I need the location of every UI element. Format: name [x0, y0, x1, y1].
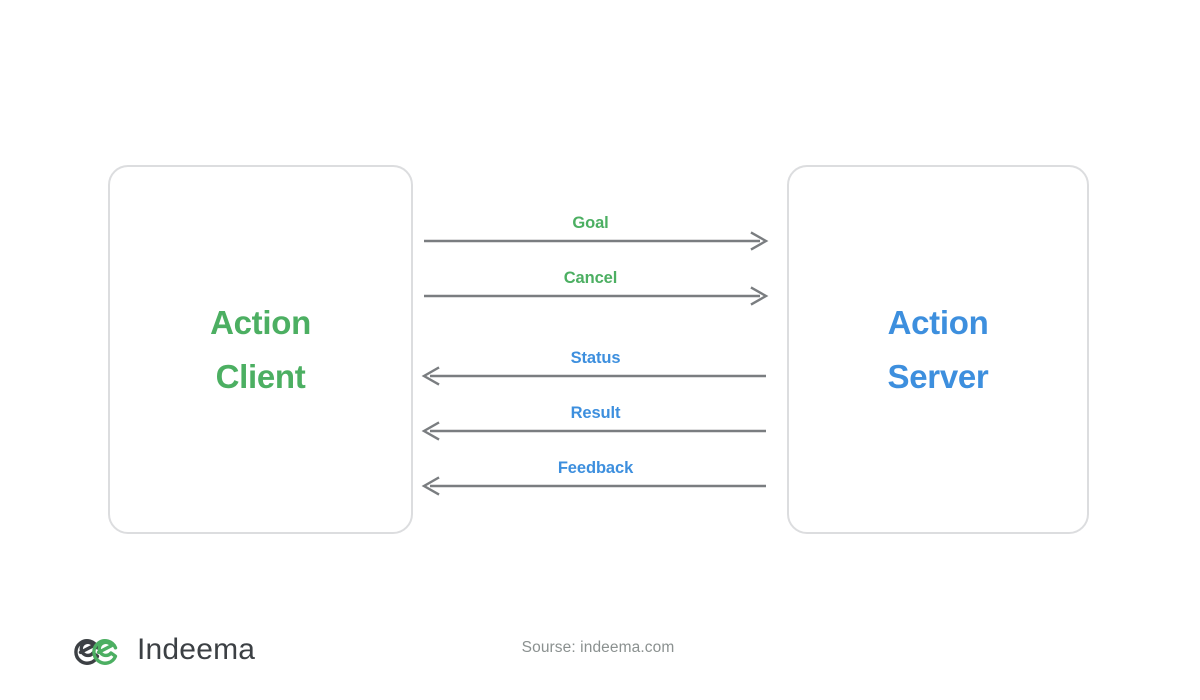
arrow-left-icon: [421, 421, 766, 441]
message-arrow-feedback: Feedback: [421, 459, 767, 496]
message-arrow-goal: Goal: [424, 214, 769, 251]
arrow-left-icon: [421, 366, 766, 386]
arrow-left-icon: [421, 476, 766, 496]
message-label-result: Result: [570, 404, 621, 422]
message-arrow-cancel: Cancel: [424, 269, 769, 306]
indeema-logo: Indeema: [70, 628, 255, 672]
message-label-goal: Goal: [572, 214, 609, 232]
node-action-server-line2: Server: [887, 357, 989, 395]
indeema-logo-mark-icon: [74, 639, 118, 665]
node-action-client: Action Client: [108, 165, 413, 534]
arrow-right-icon: [424, 231, 769, 251]
message-arrow-status: Status: [421, 349, 767, 386]
node-action-client-line2: Client: [215, 357, 306, 395]
node-action-server-line1: Action: [887, 303, 989, 341]
message-label-cancel: Cancel: [563, 269, 618, 287]
node-action-client-line1: Action: [210, 303, 311, 341]
message-arrow-result: Result: [421, 404, 767, 441]
message-label-status: Status: [570, 349, 621, 367]
arrow-right-icon: [424, 286, 769, 306]
source-attribution: Sourse: indeema.com: [521, 639, 675, 656]
node-action-server: Action Server: [787, 165, 1089, 534]
message-label-feedback: Feedback: [557, 459, 634, 477]
indeema-logo-wordmark: Indeema: [137, 633, 256, 666]
